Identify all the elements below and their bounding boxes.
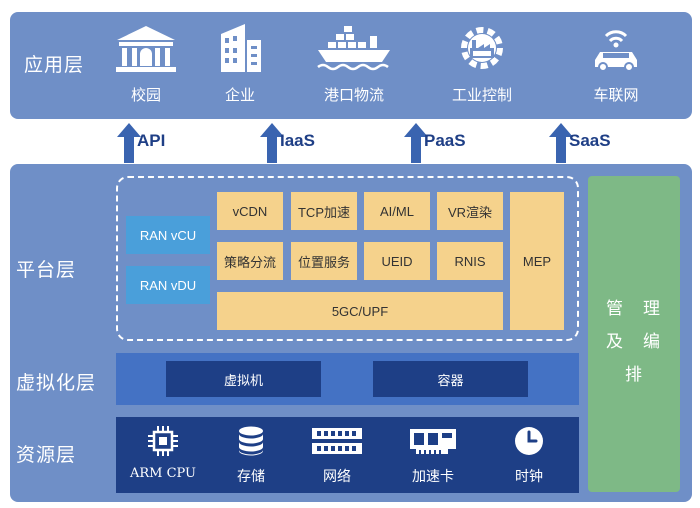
management-char: 理 [643, 299, 660, 319]
api-arrow: API [113, 123, 173, 163]
app-item-enterprise: 企业 [190, 22, 290, 105]
paas-arrow: PaaS [400, 123, 466, 163]
saas-arrow: SaaS [545, 123, 611, 163]
resource-item-storage: 存储 [206, 425, 296, 486]
arrow-label: IaaS [280, 131, 315, 150]
vcdn-box: vCDN [217, 192, 283, 230]
storage-database-icon [239, 426, 263, 456]
resource-layer-label: 资源层 [16, 444, 77, 466]
app-label: 港口物流 [323, 86, 384, 104]
platform-layer-label: 平台层 [16, 259, 77, 281]
resource-item-clock: 时钟 [484, 425, 574, 486]
factory-gear-icon [461, 27, 503, 69]
management-char: 管 [606, 299, 623, 319]
cpu-chip-icon [148, 426, 178, 456]
app-item-industrial-control: 工业控制 [432, 22, 532, 105]
virtualization-layer-label: 虚拟化层 [16, 372, 97, 394]
traffic-steering-box: 策略分流 [217, 242, 283, 280]
resource-label: ARM CPU [129, 466, 197, 481]
app-label: 工业控制 [451, 86, 512, 104]
5gc-upf-box: 5GC/UPF [217, 292, 503, 330]
office-building-icon [221, 24, 261, 72]
resource-label: 加速卡 [412, 469, 454, 485]
application-layer-label: 应用层 [24, 54, 85, 76]
resource-label: 网络 [323, 469, 351, 485]
ueid-box: UEID [364, 242, 430, 280]
up-arrow-icon [404, 123, 428, 137]
management-char: 排 [625, 365, 642, 385]
cargo-ship-icon [317, 26, 390, 71]
app-label: 车联网 [593, 86, 639, 104]
ran-vdu-box: RAN vDU [126, 266, 210, 304]
resource-item-accelerator: 加速卡 [388, 425, 478, 486]
app-item-campus: 校园 [96, 22, 196, 105]
management-char: 及 [606, 332, 623, 352]
app-label: 校园 [130, 86, 161, 104]
ran-vcu-box: RAN vCU [126, 216, 210, 254]
up-arrow-icon [260, 123, 284, 137]
up-arrow-icon [117, 123, 141, 137]
iaas-arrow: IaaS [256, 123, 316, 163]
tcp-acceleration-box: TCP加速 [291, 192, 357, 230]
management-char: 编 [643, 332, 660, 352]
ai-ml-box: AI/ML [364, 192, 430, 230]
resource-item-network: 网络 [292, 425, 382, 486]
vr-rendering-box: VR渲染 [437, 192, 503, 230]
location-service-box: 位置服务 [291, 242, 357, 280]
clock-icon [515, 427, 543, 455]
container-box: 容器 [373, 361, 528, 397]
network-switch-icon [312, 428, 362, 454]
arrow-label: API [137, 131, 166, 150]
arrow-label: SaaS [569, 131, 611, 150]
arrow-label: PaaS [424, 131, 466, 150]
resource-label: 存储 [237, 469, 265, 485]
app-item-connected-car: 车联网 [566, 22, 666, 105]
up-arrow-icon [549, 123, 573, 137]
management-orchestration-box [588, 176, 680, 492]
app-label: 企业 [224, 86, 255, 104]
resource-label: 时钟 [515, 469, 543, 485]
connected-car-icon [595, 30, 637, 72]
platform-region [116, 176, 579, 341]
mep-box: MEP [510, 192, 564, 330]
rnis-box: RNIS [437, 242, 503, 280]
accelerator-card-icon [410, 429, 456, 454]
campus-building-icon [116, 26, 176, 72]
virtual-machine-box: 虚拟机 [166, 361, 321, 397]
app-item-port-logistics: 港口物流 [302, 22, 406, 105]
resource-item-cpu: ARM CPU [118, 425, 208, 481]
